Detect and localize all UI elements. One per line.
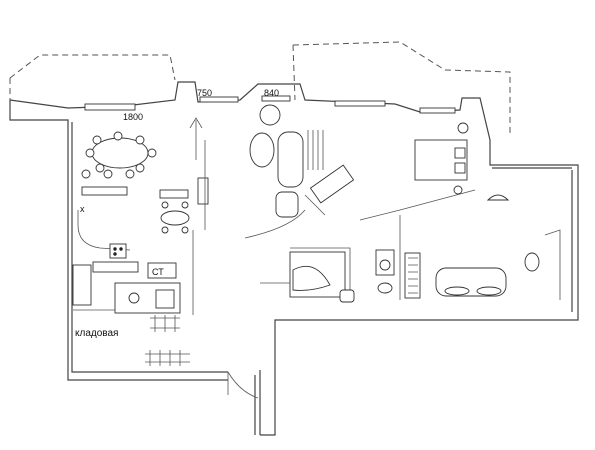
small-table bbox=[159, 177, 209, 234]
corridor bbox=[189, 117, 306, 315]
cross-marker: x bbox=[80, 204, 85, 214]
balcony-right bbox=[292, 41, 511, 135]
pantry-label: кладовая bbox=[75, 328, 118, 339]
outer-walls bbox=[9, 81, 579, 436]
entrance-door bbox=[227, 371, 259, 399]
dimension-750: 750 bbox=[197, 88, 212, 98]
kitchen-counter: x bbox=[77, 169, 135, 251]
dining-table bbox=[85, 131, 157, 173]
dimension-840: 840 bbox=[264, 88, 279, 98]
stove bbox=[109, 243, 127, 259]
living-furniture bbox=[249, 104, 355, 218]
washer-label: СТ bbox=[152, 267, 164, 277]
bathroom bbox=[260, 215, 561, 303]
balcony-left bbox=[9, 54, 176, 100]
bedroom bbox=[359, 122, 510, 221]
windows bbox=[84, 95, 456, 114]
utility-area: СТ bbox=[72, 261, 190, 366]
dimension-1800: 1800 bbox=[123, 112, 143, 122]
